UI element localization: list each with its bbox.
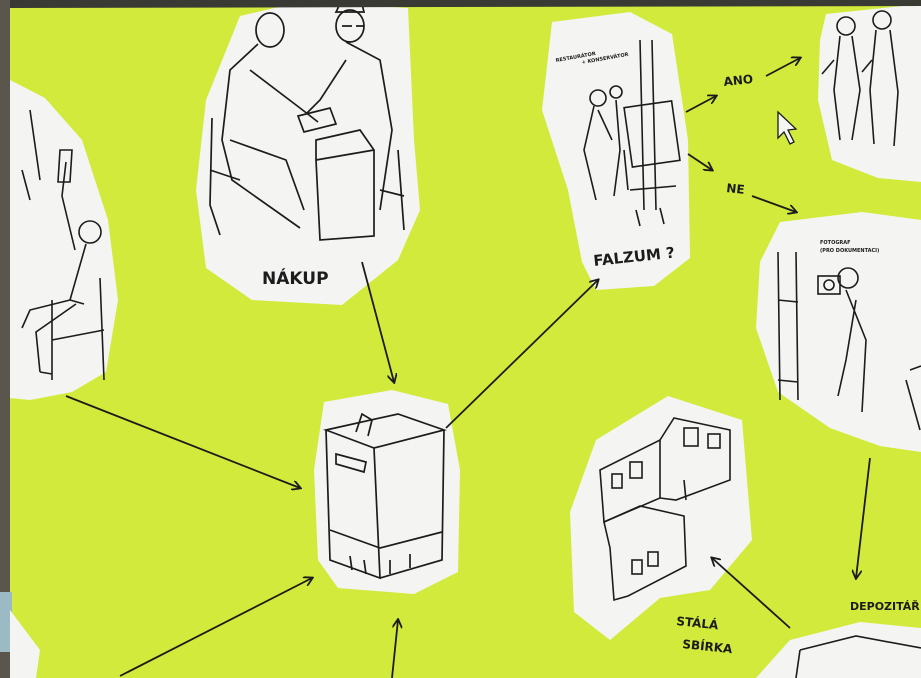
card-nakup: NÁKUP [196,2,420,305]
card-experts [818,4,921,182]
svg-text:(PRO DOKUMENTACI): (PRO DOKUMENTACI) [820,248,879,254]
label-ne: NE [726,181,746,197]
label-depozitar: DEPOZITÁŘ [850,600,920,613]
label-nakup: NÁKUP [262,267,329,289]
card-artwork-box [314,390,460,594]
svg-text:FOTOGRAF: FOTOGRAF [820,240,851,246]
